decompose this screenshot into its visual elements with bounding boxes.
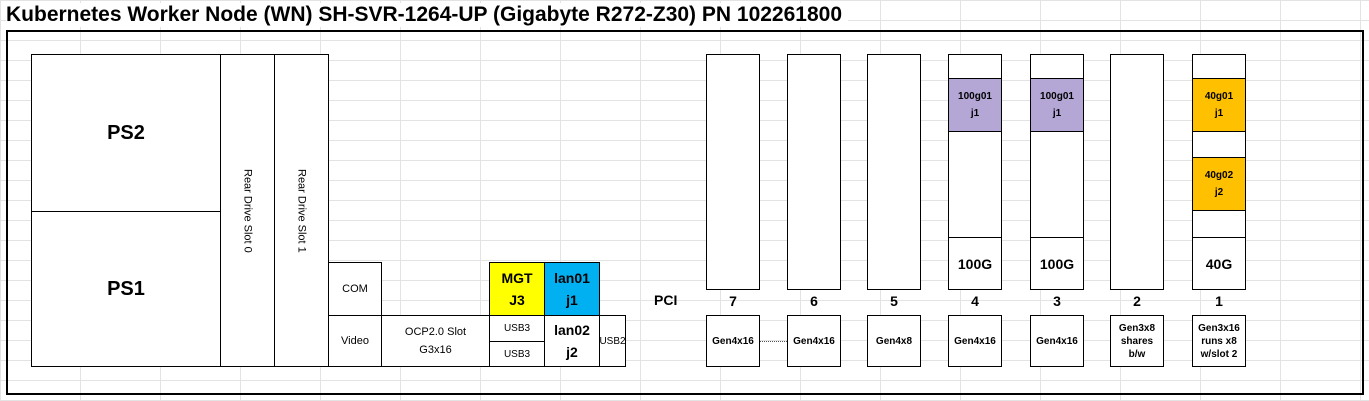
gen-line: shares (1120, 335, 1154, 347)
nic-jack-label: j1 (1214, 108, 1224, 119)
pci-slot-6 (787, 54, 841, 290)
nic-port-label: 100g01 (958, 91, 992, 102)
nic-port-card: 100g01 j1 (1030, 78, 1084, 132)
pci-slot-gen-label: Gen4x16 (787, 315, 841, 367)
usb3-port-top: USB3 (489, 315, 545, 342)
page-title: Kubernetes Worker Node (WN) SH-SVR-1264-… (6, 3, 849, 27)
pci-slot-number: 7 (729, 293, 737, 309)
gen-line: b/w (1128, 348, 1146, 360)
nic-speed-box: 40G (1192, 237, 1246, 290)
gen-line: Gen3x8 (1118, 322, 1156, 334)
pci-slot-number: 6 (810, 293, 818, 309)
com-port: COM (328, 262, 382, 316)
lan02-label-line1: lan02 (554, 322, 590, 338)
slot-link-connector (760, 341, 787, 342)
mgt-label-line2: J3 (509, 292, 525, 308)
lan01-label-line1: lan01 (554, 270, 590, 286)
mgt-port: MGT J3 (489, 262, 545, 316)
nic-jack-label: j2 (1214, 187, 1224, 198)
pci-slot-gen-label: Gen3x16 runs x8 w/slot 2 (1192, 315, 1246, 367)
rear-drive-slot-1-label: Rear Drive Slot 1 (295, 168, 308, 253)
nic-jack-label: j1 (970, 108, 980, 119)
pci-slot-number: 2 (1133, 293, 1141, 309)
ocp-label-line1: OCP2.0 Slot (404, 326, 467, 338)
gen-line: Gen4x16 (712, 335, 754, 347)
gen-line: Gen4x8 (875, 335, 913, 347)
nic-port-label: 40g01 (1204, 91, 1234, 102)
lan01-label-line2: j1 (566, 292, 578, 308)
ps1-label: PS1 (107, 277, 145, 300)
gen-line: Gen4x16 (954, 335, 996, 347)
gen-line: Gen4x16 (793, 335, 835, 347)
usb3-port-bottom: USB3 (489, 341, 545, 367)
pci-slot-gen-label: Gen4x8 (867, 315, 921, 367)
pci-slot-number: 3 (1053, 293, 1061, 309)
pci-slot-2 (1110, 54, 1164, 290)
nic-jack-label: j1 (1052, 108, 1062, 119)
video-label: Video (341, 335, 369, 347)
lan02-port: lan02 j2 (544, 315, 600, 367)
pci-slot-gen-label: Gen4x16 (1030, 315, 1084, 367)
com-label: COM (342, 283, 368, 295)
chassis-frame (6, 30, 1364, 395)
pci-slot-number: 4 (971, 293, 979, 309)
pci-slot-number: 5 (890, 293, 898, 309)
pci-label: PCI (654, 292, 678, 308)
pci-slot-gen-label: Gen3x8 shares b/w (1110, 315, 1164, 367)
gen-line: Gen4x16 (1036, 335, 1078, 347)
ps2-label: PS2 (107, 121, 145, 144)
power-supply-ps1: PS1 (31, 211, 221, 367)
pci-slot-gen-label: Gen4x16 (948, 315, 1002, 367)
rear-drive-slot-0: Rear Drive Slot 0 (220, 54, 275, 367)
usb3-top-label: USB3 (503, 323, 531, 334)
nic-speed-label: 100G (957, 255, 993, 272)
gen-line: w/slot 2 (1200, 348, 1238, 360)
usb2-label: USB2 (599, 335, 626, 347)
pci-slot-5 (867, 54, 921, 290)
nic-port-card: 40g02 j2 (1192, 157, 1246, 211)
video-port: Video (328, 315, 382, 367)
nic-port-label: 40g02 (1204, 170, 1234, 181)
ocp-label-line2: G3x16 (419, 344, 452, 356)
pci-slot-number: 1 (1215, 293, 1223, 309)
pci-slot-7 (706, 54, 760, 290)
lan01-port: lan01 j1 (544, 262, 600, 316)
nic-speed-label: 100G (1039, 255, 1075, 272)
nic-speed-label: 40G (1205, 255, 1233, 272)
ocp-slot: OCP2.0 Slot G3x16 (381, 315, 490, 367)
rear-drive-slot-0-label: Rear Drive Slot 0 (241, 168, 254, 253)
nic-port-card: 100g01 j1 (948, 78, 1002, 132)
rear-drive-slot-1: Rear Drive Slot 1 (274, 54, 329, 367)
usb3-bottom-label: USB3 (503, 348, 531, 360)
usb2-port: USB2 (599, 315, 626, 367)
lan02-label-line2: j2 (566, 344, 578, 360)
mgt-label-line1: MGT (501, 270, 533, 286)
pci-slot-gen-label: Gen4x16 (706, 315, 760, 367)
nic-speed-box: 100G (1030, 237, 1084, 290)
nic-speed-box: 100G (948, 237, 1002, 290)
nic-port-label: 100g01 (1040, 91, 1074, 102)
nic-port-card: 40g01 j1 (1192, 78, 1246, 132)
gen-line: Gen3x16 (1198, 322, 1240, 334)
power-supply-ps2: PS2 (31, 54, 221, 212)
gen-line: runs x8 (1201, 335, 1237, 347)
